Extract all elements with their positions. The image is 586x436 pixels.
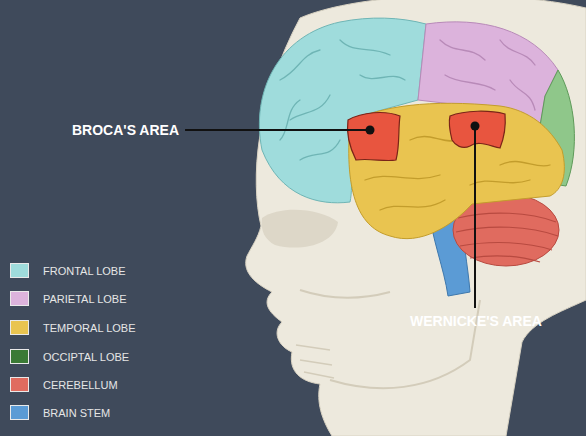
area-label: WERNICKE'S AREA [410, 313, 542, 329]
teeth [296, 345, 334, 378]
legend-swatch [10, 263, 29, 278]
broca-area [347, 113, 400, 161]
legend-swatch [10, 377, 29, 392]
cerebellum-folds [456, 213, 558, 262]
gyri [280, 40, 550, 210]
legend-text: PARIETAL LOBE [43, 292, 127, 306]
area-label: BROCA'S AREA [72, 122, 179, 138]
legend-text: FRONTAL LOBE [43, 264, 126, 278]
wernicke-area [449, 111, 505, 148]
eye-socket [262, 210, 338, 248]
leader-line [185, 129, 370, 131]
skull [246, 0, 586, 436]
leader-line [474, 126, 476, 308]
legend-text: CEREBELLUM [43, 378, 118, 392]
legend-text: OCCIPTAL LOBE [43, 350, 129, 364]
cheekbone [300, 290, 390, 298]
legend-swatch [10, 320, 29, 335]
legend-text: BRAIN STEM [43, 406, 110, 420]
legend-swatch [10, 405, 29, 420]
legend-swatch [10, 291, 29, 306]
leader-dot [471, 122, 480, 131]
legend-text: TEMPORAL LOBE [43, 321, 136, 335]
legend-swatch [10, 349, 29, 364]
leader-dot [366, 126, 375, 135]
